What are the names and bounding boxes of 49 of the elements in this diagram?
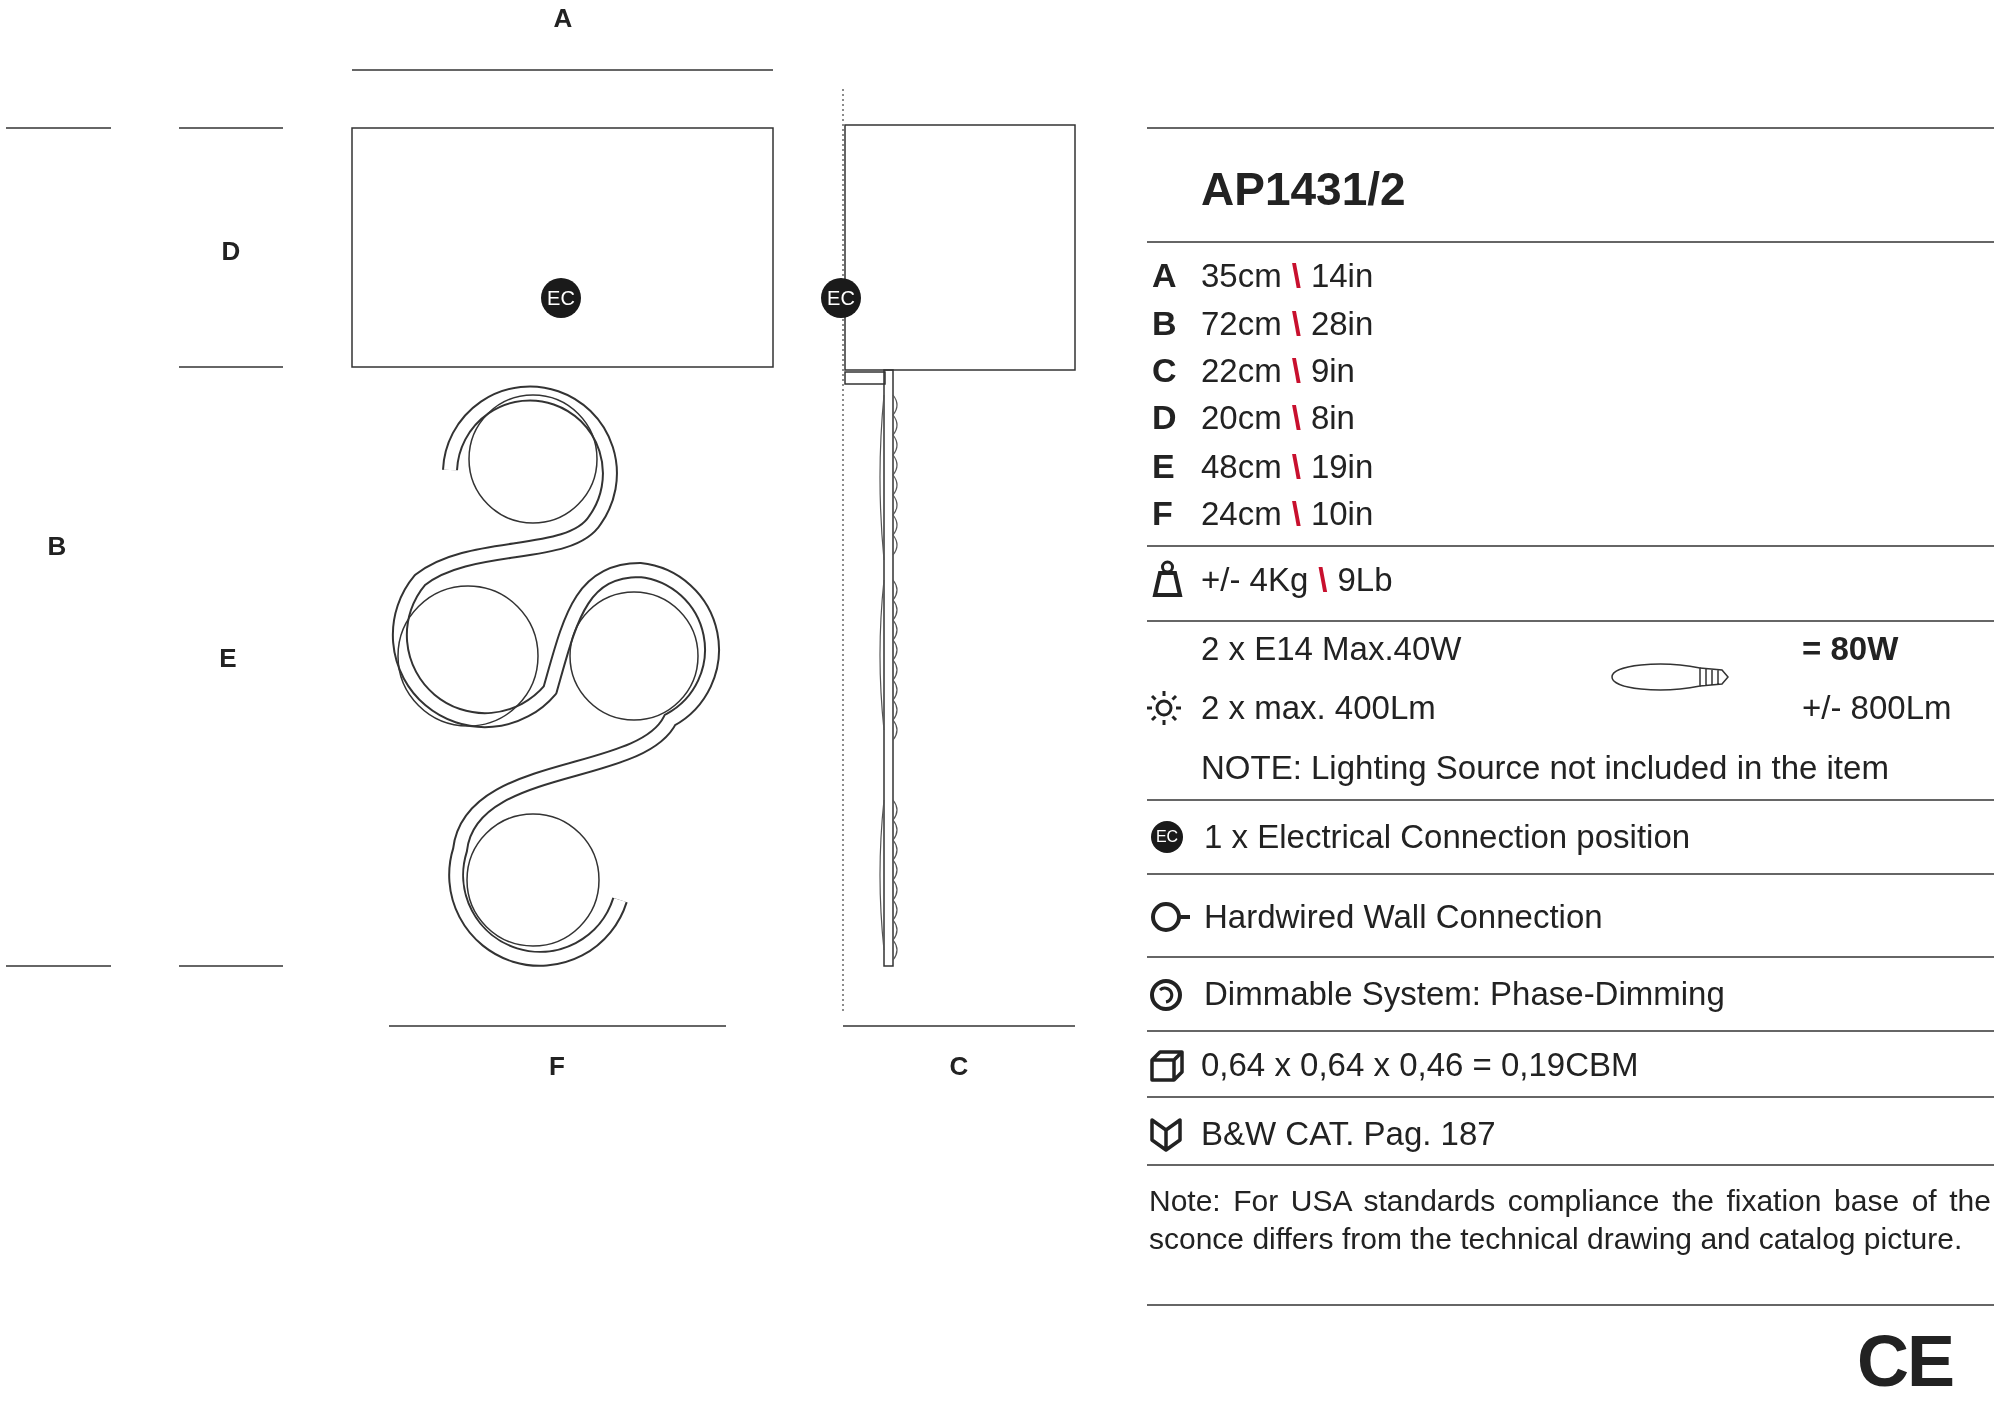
spec-text: Hardwired Wall Connection xyxy=(1204,898,1603,936)
product-code: AP1431/2 xyxy=(1201,163,1406,215)
dimension-letter: F xyxy=(549,1051,565,1081)
dimension-letter: D xyxy=(221,236,241,266)
separator-slash: \ xyxy=(1291,399,1301,437)
lamp-spec: 2 x max. 400Lm xyxy=(1201,689,1436,727)
measurement-value: 14in xyxy=(1310,257,1374,295)
measurement-value: 9in xyxy=(1310,352,1355,390)
connection-badge: EC xyxy=(821,278,861,318)
dimension-letter: F xyxy=(1152,495,1173,533)
measurement-value: 9Lb xyxy=(1337,561,1393,599)
measurement-value: 48cm xyxy=(1201,448,1282,486)
dimension-letter: B xyxy=(1152,305,1177,343)
measurement-value: 72cm xyxy=(1201,305,1282,343)
note-text: NOTE: Lighting Source not included in the item xyxy=(1201,749,1889,787)
connection-badge: EC xyxy=(1151,821,1183,853)
dimension-letter: E xyxy=(219,643,237,673)
spec-text: 0,64 x 0,64 x 0,46 = 0,19CBM xyxy=(1201,1046,1639,1084)
measurement-value: 10in xyxy=(1310,495,1374,533)
ce-mark: CE xyxy=(1857,1322,1953,1401)
dimension-letter: A xyxy=(1152,257,1177,295)
separator-slash: \ xyxy=(1291,305,1301,343)
spec-text: 1 x Electrical Connection position xyxy=(1204,818,1691,856)
spec-text: Dimmable System: Phase-Dimming xyxy=(1204,975,1725,1013)
separator-slash: \ xyxy=(1291,257,1301,295)
measurement-value: 28in xyxy=(1310,305,1374,343)
measurement-value: 19in xyxy=(1310,448,1374,486)
dimension-letter: E xyxy=(1152,448,1175,486)
measurement-value: 20cm xyxy=(1201,399,1282,437)
total-lumen: +/- 800Lm xyxy=(1802,689,1952,727)
dimension-letter: B xyxy=(47,531,67,561)
dimension-letter: D xyxy=(1152,399,1177,437)
lamp-spec: 2 x E14 Max.40W xyxy=(1201,630,1462,668)
measurement-value: 35cm xyxy=(1201,257,1282,295)
connection-badge: EC xyxy=(541,278,581,318)
measurement-value: 8in xyxy=(1310,399,1355,437)
dimension-letter: C xyxy=(1152,352,1177,390)
separator-slash: \ xyxy=(1291,448,1301,486)
measurement-value: +/- 4Kg xyxy=(1201,561,1309,599)
catalog-reference: B&W CAT. Pag. 187 xyxy=(1201,1115,1496,1153)
total-power: = 80W xyxy=(1802,630,1899,668)
measurement-value: 24cm xyxy=(1201,495,1282,533)
note-paragraph: Note: For USA standards compliance the fixation base of the sconce differs from the technical drawing and catalog picture. xyxy=(1149,1183,1991,1257)
separator-slash: \ xyxy=(1318,561,1328,599)
measurement-value: 22cm xyxy=(1201,352,1282,390)
separator-slash: \ xyxy=(1291,495,1301,533)
separator-slash: \ xyxy=(1291,352,1301,390)
dimension-letter: A xyxy=(553,3,573,33)
dimension-letter: C xyxy=(949,1051,969,1081)
